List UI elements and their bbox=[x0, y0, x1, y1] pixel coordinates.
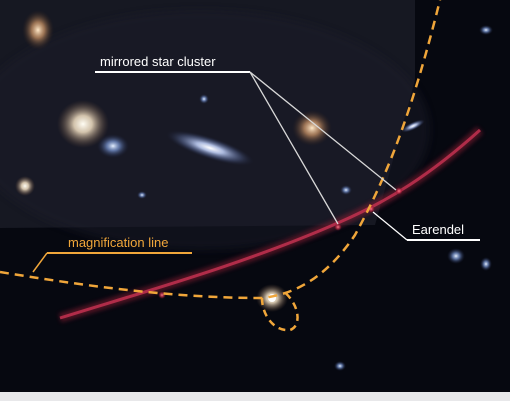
bottom-border bbox=[0, 392, 510, 401]
arc-knot-3 bbox=[158, 291, 166, 299]
galaxy-right-1 bbox=[447, 248, 465, 264]
earendel-label: Earendel bbox=[412, 222, 464, 237]
cluster-label: mirrored star cluster bbox=[100, 54, 216, 69]
galaxy-right-blue bbox=[401, 119, 425, 133]
star-left bbox=[15, 176, 35, 196]
galaxy-center bbox=[292, 110, 332, 146]
faint-galaxy-2 bbox=[199, 94, 209, 104]
faint-galaxy-1 bbox=[137, 191, 147, 199]
magline-pointer bbox=[32, 252, 48, 273]
magline-label: magnification line bbox=[68, 235, 168, 250]
lensed-arc bbox=[59, 128, 482, 320]
galaxy-bottom bbox=[334, 361, 346, 371]
galaxy-top-left bbox=[22, 10, 54, 50]
haze bbox=[0, 10, 430, 250]
galaxy-bright-left bbox=[57, 100, 109, 148]
galaxy-right-2 bbox=[480, 257, 492, 271]
galaxy-blue-left bbox=[97, 134, 129, 158]
magnification-loop bbox=[260, 289, 299, 332]
magnification-line bbox=[0, 0, 442, 300]
faint-galaxy-3 bbox=[340, 185, 352, 195]
arc-knot-1 bbox=[334, 223, 342, 231]
cluster-pointer-2 bbox=[249, 71, 397, 191]
edge-on-galaxy bbox=[166, 130, 254, 166]
cluster-pointer-1 bbox=[249, 71, 339, 225]
arc-knot-2 bbox=[395, 187, 403, 195]
galaxy-top-right bbox=[479, 25, 493, 35]
earendel-pointer bbox=[372, 211, 408, 241]
